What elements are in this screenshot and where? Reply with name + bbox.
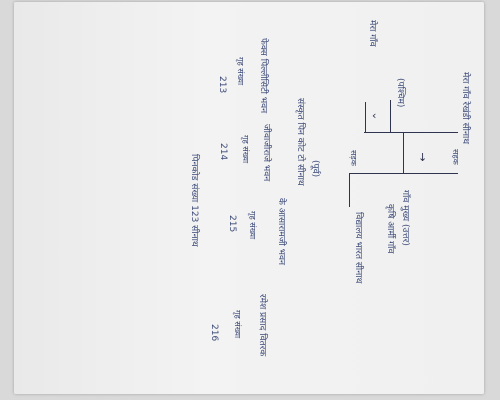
house-1-number: 213 xyxy=(217,76,227,94)
road-junction-upper xyxy=(403,132,458,133)
road-cross xyxy=(403,132,404,173)
road-vertical-main xyxy=(390,100,391,132)
branch-label: (पूर्व) xyxy=(310,160,320,178)
house-3-number: 215 xyxy=(227,215,237,233)
arrow-left-icon: ‹ xyxy=(372,109,377,122)
house-3-sub: गृह संख्या xyxy=(248,211,257,240)
house-2-sub: गृह संख्या xyxy=(241,135,250,164)
north-direction: गाँव मुख्य (उत्तर) xyxy=(400,190,410,246)
junction-label: सड़क xyxy=(349,150,358,166)
arrow-down-icon: ↓ xyxy=(418,151,428,164)
road-vertical-left xyxy=(365,102,366,132)
school-side: संस्कृत पिन कोट टो सीनाथ xyxy=(295,98,305,186)
left-village-label: मेरा गाँव xyxy=(367,20,377,47)
house-3-name: के आसारामजी भवन xyxy=(276,198,286,265)
road-top-left xyxy=(364,132,404,133)
road-label: सहक xyxy=(451,149,460,165)
house-1-sub: गृह संख्या xyxy=(236,57,245,86)
direction-label: (पश्चिम) xyxy=(395,78,405,108)
left-turn: कृषि आर्मी गाँव xyxy=(385,204,395,254)
house-2-name: जीवाजीराजे भवन xyxy=(261,124,271,182)
house-4-sub: गृह संख्या xyxy=(233,310,242,339)
house-4-number: 216 xyxy=(209,324,219,342)
paper-sheet: मेरा गाँव रेखंडी सीनाथ मेरा गाँव (पश्चिम… xyxy=(14,2,484,394)
road-top-right xyxy=(349,173,404,174)
road-junction-lower xyxy=(403,173,458,174)
school-road: विद्यालय भारत सीनाथ xyxy=(353,212,363,284)
house-4-name: रमेश प्रसाद वितरक xyxy=(257,294,267,357)
house-2-number: 214 xyxy=(218,143,228,161)
footer-text: पिनकोड संख्या 123 सीनाथ xyxy=(189,154,199,247)
title-text: मेरा गाँव रेखंडी सीनाथ xyxy=(460,72,470,145)
road-vertical-right xyxy=(349,173,350,207)
house-1-name: फेक्स पिल्लीसिटी भवन xyxy=(258,38,268,114)
